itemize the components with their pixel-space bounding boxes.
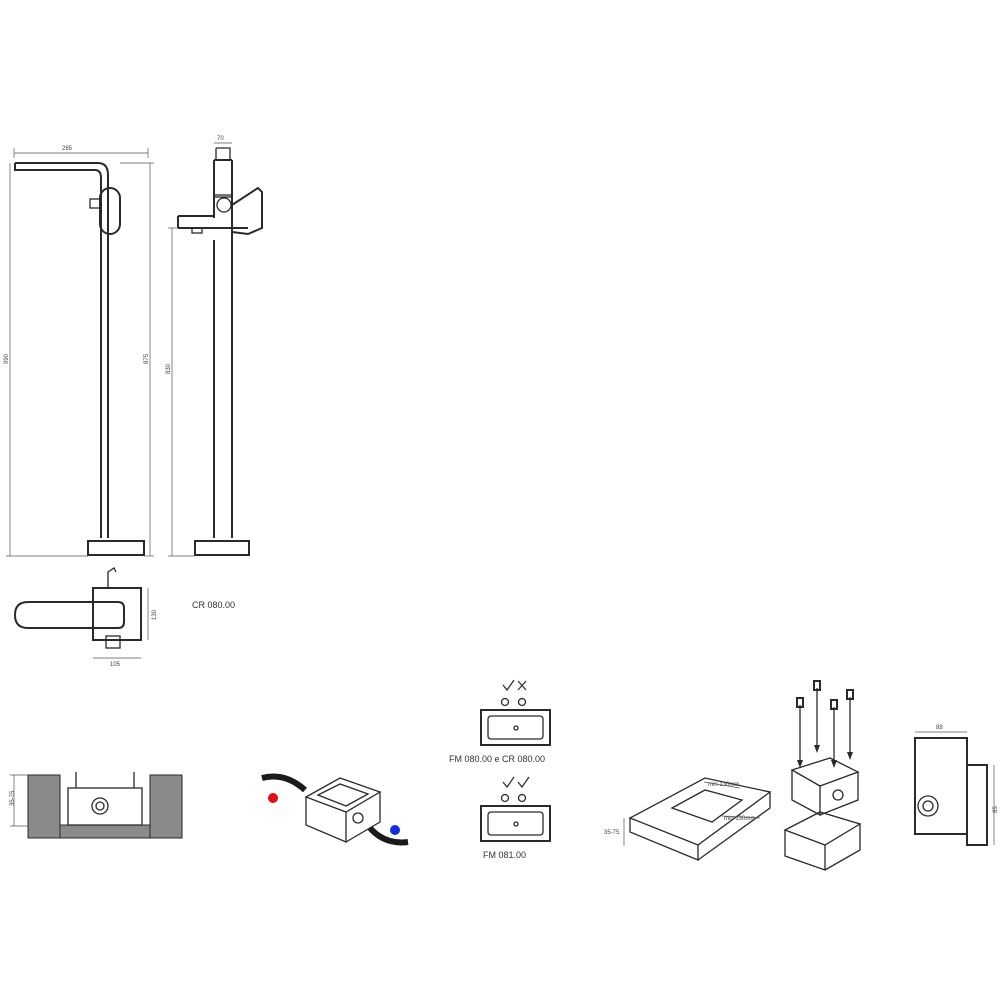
side-lever <box>231 186 263 236</box>
box-front-flange <box>966 764 988 846</box>
top-base <box>92 587 142 641</box>
box-front-inlet <box>917 795 939 817</box>
screw-box-base <box>783 811 862 871</box>
slab-depth-dim: 35-75 <box>604 830 620 836</box>
slab-top-dim: min 130mm <box>708 782 739 788</box>
front-height-dim: 990 <box>4 353 10 364</box>
slab-side-dim: min 130mm <box>724 816 755 822</box>
box-front-view: 88 85 <box>914 725 999 846</box>
model-code: CR 080.00 <box>192 600 235 610</box>
box-front-side-dim: 85 <box>993 806 999 813</box>
front-base <box>87 540 145 556</box>
front-view: 285 990 875 <box>4 146 154 557</box>
basin-upper: FM 080.00 e CR 080.00 <box>449 679 551 764</box>
check-icon <box>502 679 515 692</box>
floor-right <box>149 774 183 839</box>
side-body <box>213 159 233 538</box>
hot-dot <box>268 793 278 803</box>
connection-box <box>261 773 409 846</box>
floor-left <box>27 774 61 839</box>
cold-hose <box>367 825 409 846</box>
box-with-screws <box>783 680 862 871</box>
basin-lower-outer <box>480 805 551 842</box>
basin-lower: FM 081.00 <box>480 776 551 860</box>
hot-hose <box>261 773 308 793</box>
cross-icon <box>517 680 527 691</box>
basin-lower-label: FM 081.00 <box>483 850 526 860</box>
side-knob <box>216 197 232 213</box>
box-inlet <box>91 797 109 815</box>
top-outlet <box>105 635 121 649</box>
check-icon <box>517 776 530 789</box>
basin-upper-label: FM 080.00 e CR 080.00 <box>449 754 545 764</box>
embedded-box <box>67 787 143 826</box>
side-height-dim: 830 <box>166 363 172 374</box>
side-width-dim: 70 <box>217 136 224 142</box>
slab-cutout: min 130mm min 130mm 35-75 <box>604 777 772 861</box>
side-base <box>194 540 250 556</box>
floor-section: 35-75 <box>10 772 183 839</box>
box-front <box>305 792 381 843</box>
basin-upper-outer <box>480 709 551 746</box>
top-depth-dim: 130 <box>152 609 158 620</box>
front-spout <box>14 162 109 538</box>
front-handle-knob <box>89 198 101 209</box>
side-view: 70 830 <box>166 136 263 557</box>
floor-depth-dim: 35-75 <box>10 790 16 806</box>
top-width-dim: 105 <box>110 662 121 668</box>
front-height-right-dim: 875 <box>144 353 150 364</box>
front-handle <box>99 187 121 235</box>
top-handle <box>13 601 125 629</box>
top-view: 130 105 CR 080.00 <box>13 567 235 668</box>
side-spout <box>177 215 248 229</box>
box-front-body <box>914 737 968 835</box>
front-width-dim: 285 <box>62 146 73 152</box>
slab-outline <box>628 777 772 861</box>
box-front-width-dim: 88 <box>936 725 943 731</box>
check-icon <box>502 776 515 789</box>
floor-slab <box>59 824 151 839</box>
cold-dot <box>390 825 400 835</box>
